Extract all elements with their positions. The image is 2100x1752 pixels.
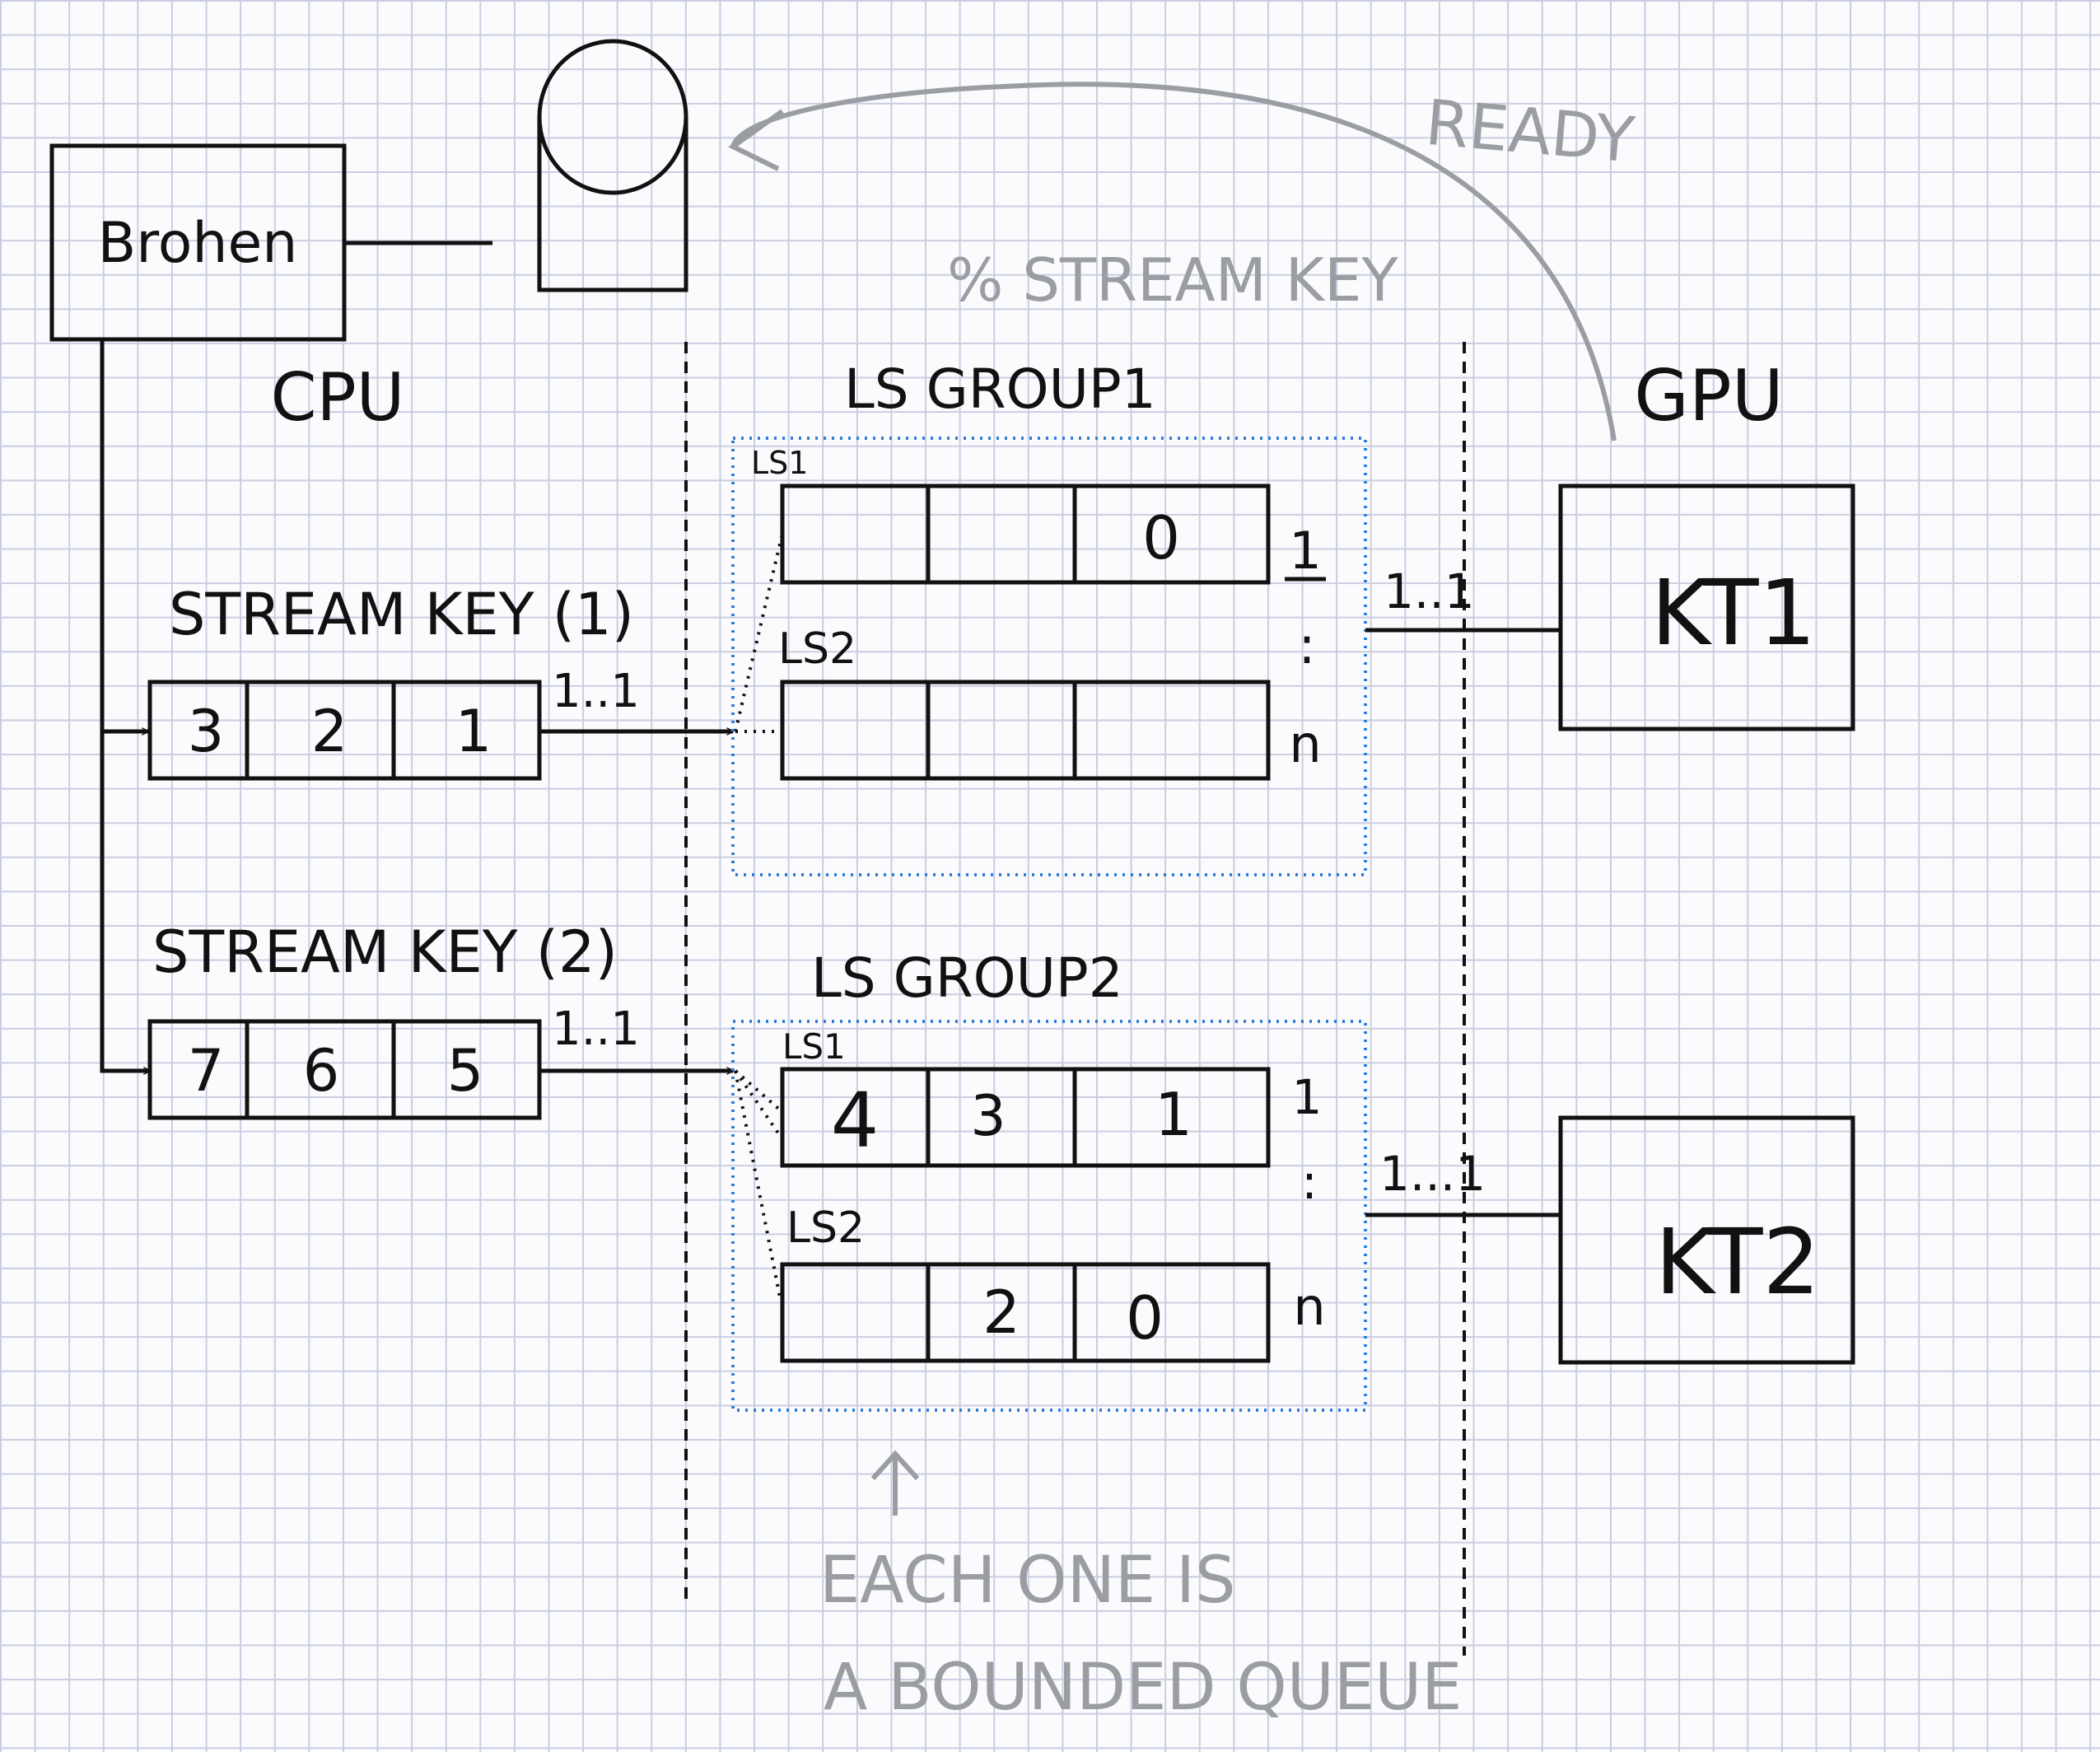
kt2-label: KT2 [1655, 1209, 1821, 1315]
ls-group-1-queue-2-label: LS2 [778, 624, 856, 674]
database-icon [537, 39, 688, 292]
ready-arrow-head [728, 109, 784, 171]
ls-group-2-index-bottom: n [1293, 1277, 1325, 1337]
ls-group-1-queue-1-cell-3: 0 [1142, 503, 1180, 572]
cpu-label: CPU [271, 359, 405, 436]
ls-group-2-queue-1-cell-2: 3 [970, 1084, 1006, 1149]
stream-2-multiplicity: 1..1 [552, 1002, 640, 1056]
ls-group-1-title: LS GROUP1 [844, 357, 1156, 421]
stream-1-label: STREAM KEY (1) [169, 581, 634, 648]
stream-2-fan-ls2 [734, 1070, 782, 1302]
stream-2-cell-3: 5 [447, 1037, 484, 1105]
ls-group-2-queue-2-cell-2: 2 [982, 1278, 1020, 1347]
kernel-kt1: KT1 [1558, 484, 1855, 731]
broker-node: Brohen [49, 143, 347, 342]
note-line-2: A BOUNDED QUEUE [824, 1651, 1462, 1725]
ready-arrow [730, 82, 1617, 442]
ls-group-2-queue-2-label: LS2 [786, 1203, 865, 1253]
stream-1: STREAM KEY (1) 3 2 1 1..1 [147, 581, 640, 781]
ls-group-2-title: LS GROUP2 [811, 946, 1123, 1010]
ls-group-1-multiplicity: 1..1 [1384, 563, 1475, 619]
stream-2-label: STREAM KEY (2) [152, 918, 618, 986]
stream-1-cell-3: 1 [455, 698, 492, 765]
db-annotation: % STREAM KEY [947, 245, 1398, 315]
stream-1-fan-ls1 [734, 533, 784, 732]
kernel-kt2: KT2 [1558, 1115, 1855, 1365]
ls-group-2-queue-2-cell-3: 0 [1126, 1283, 1164, 1353]
ls-group-2-multiplicity: 1...1 [1379, 1146, 1486, 1202]
ls-group-2-index-mid: : [1301, 1154, 1318, 1210]
stream-2-cell-1: 7 [188, 1037, 225, 1105]
ls-group-2-queue-1-cell-1: 4 [831, 1077, 880, 1165]
ls-group-1-index-bottom: n [1289, 714, 1321, 774]
stream-2-cell-2: 6 [303, 1037, 340, 1105]
stream-2-fan-ls1-b [734, 1069, 782, 1138]
stream-2: STREAM KEY (2) 7 6 5 1..1 [147, 918, 640, 1120]
stream-1-cell-2: 2 [311, 698, 348, 765]
stream-1-multiplicity: 1..1 [552, 665, 640, 718]
ls-group-1: LS GROUP1 LS1 0 LS2 1 : n 1..1 [731, 357, 1561, 876]
kt1-label: KT1 [1651, 560, 1817, 666]
ls-group-2: LS GROUP2 LS1 4 3 1 LS2 2 0 1 : n 1...1 [731, 946, 1561, 1412]
ls-group-1-index-top: 1 [1289, 521, 1321, 581]
note-line-1: EACH ONE IS [819, 1544, 1236, 1618]
ls-group-2-queue-1-label: LS1 [782, 1026, 846, 1067]
broker-branch-line [100, 339, 148, 1073]
ls-group-1-index-mid: : [1299, 615, 1316, 675]
note-arrow-head [870, 1450, 920, 1481]
ready-label: READY [1423, 86, 1638, 177]
ls-group-2-queue-1-cell-3: 1 [1155, 1080, 1192, 1149]
ls-group-2-index-top: 1 [1292, 1069, 1323, 1125]
broker-label: Brohen [98, 211, 298, 276]
stream-2-fan-ls1-a [734, 1069, 784, 1114]
stream-1-cell-1: 3 [188, 698, 225, 765]
ls-group-1-queue-1-label: LS1 [751, 445, 808, 481]
gpu-label: GPU [1634, 355, 1783, 437]
